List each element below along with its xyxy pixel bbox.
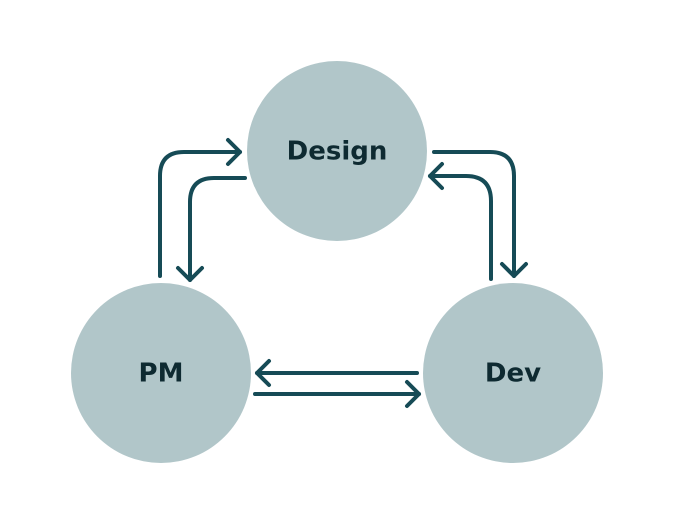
arrow-dev-to-design <box>428 174 493 281</box>
node-design: Design <box>247 61 427 241</box>
arrow-dev-to-design-head <box>428 162 444 190</box>
arrow-pm-to-design <box>158 150 242 278</box>
node-design-label: Design <box>287 137 388 167</box>
arrow-design-to-pm-head <box>176 266 204 282</box>
node-pm-label: PM <box>139 359 184 389</box>
arrow-design-to-pm <box>188 176 247 282</box>
arrow-pm-to-dev-head <box>405 380 421 408</box>
node-dev: Dev <box>423 283 603 463</box>
node-pm: PM <box>71 283 251 463</box>
arrow-pm-to-design-head <box>226 138 242 166</box>
node-dev-label: Dev <box>485 359 541 389</box>
node-pm-circle <box>71 283 251 463</box>
arrow-dev-to-pm-head <box>255 359 271 387</box>
arrow-design-to-dev <box>432 150 516 278</box>
node-dev-circle <box>423 283 603 463</box>
node-design-circle <box>247 61 427 241</box>
arrow-design-to-dev-head <box>500 262 528 278</box>
